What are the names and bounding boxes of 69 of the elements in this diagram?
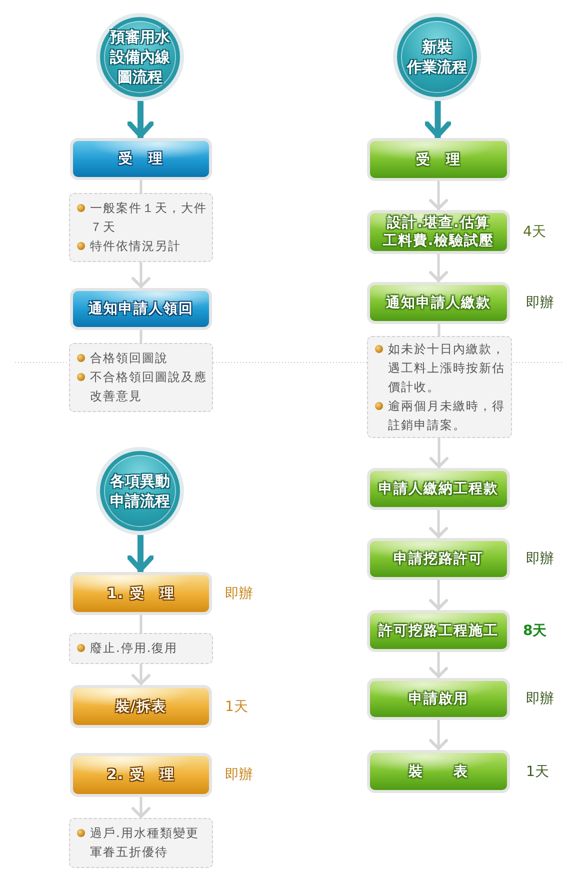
note-box bbox=[69, 343, 213, 412]
process-box bbox=[367, 138, 510, 181]
process-box bbox=[367, 210, 510, 254]
note-box bbox=[69, 193, 213, 262]
arrow bbox=[429, 254, 448, 282]
arrow bbox=[429, 181, 448, 210]
duration-label: 1天 bbox=[225, 698, 248, 716]
duration-label: 即辦 bbox=[225, 766, 253, 784]
note-text: 不合格領回圖說及應改善意見 bbox=[90, 369, 208, 405]
step-label: 裝/拆表 bbox=[115, 698, 167, 716]
step-label: 申請人繳納工程款 bbox=[378, 480, 498, 498]
step-label: 受 理 bbox=[118, 150, 164, 168]
step-label: 許可挖路工程施工 bbox=[378, 622, 498, 640]
duration-label: 即辦 bbox=[225, 584, 253, 602]
connector-line bbox=[140, 615, 142, 633]
note-box bbox=[69, 818, 213, 868]
process-box bbox=[367, 282, 510, 324]
circle-title: 各項異動申請流程 bbox=[109, 471, 171, 511]
step-label: 1. 受 理 bbox=[107, 584, 175, 602]
connector-line bbox=[140, 180, 142, 193]
step-label: 裝 表 bbox=[408, 762, 468, 780]
step-label: 申請啟用 bbox=[408, 690, 468, 708]
connector-line bbox=[140, 330, 142, 343]
process-box bbox=[367, 610, 510, 652]
note-text: 過戶.用水種類變更軍眷五折優待 bbox=[90, 825, 200, 861]
step-label: 通知申請人領回 bbox=[88, 300, 194, 318]
arrow bbox=[429, 652, 448, 678]
process-box bbox=[367, 750, 510, 793]
arrow bbox=[132, 664, 150, 685]
process-box bbox=[70, 138, 212, 180]
duration-label: 即辦 bbox=[526, 294, 554, 312]
circle-title: 新裝 bbox=[420, 37, 453, 57]
circle-title: 作業流程 bbox=[406, 57, 468, 77]
duration-label: 4天 bbox=[523, 223, 546, 241]
note-text: 廢止.停用.復用 bbox=[90, 640, 179, 657]
arrow bbox=[132, 262, 150, 288]
note-text: 特件依情況另計 bbox=[90, 238, 182, 255]
duration-label: 8天 bbox=[523, 622, 547, 640]
circle-title: 預審用水設備內線圖流程 bbox=[109, 27, 171, 87]
note-text: 一般案件１天，大件７天 bbox=[90, 200, 208, 236]
note-text: 合格領回圖說 bbox=[90, 350, 169, 367]
duration-label: 即辦 bbox=[526, 690, 554, 708]
note-text: 逾兩個月未繳時，得註銷申請案。 bbox=[388, 398, 506, 434]
process-box bbox=[70, 753, 212, 797]
process-box bbox=[70, 572, 212, 615]
step-label: 2. 受 理 bbox=[107, 766, 175, 784]
duration-label: 1天 bbox=[526, 762, 549, 780]
step-label: 通知申請人繳款 bbox=[386, 294, 491, 312]
arrow bbox=[127, 535, 154, 572]
note-box bbox=[367, 336, 512, 438]
process-box bbox=[367, 678, 510, 720]
arrow bbox=[132, 797, 150, 818]
process-box bbox=[367, 468, 510, 510]
step-label: 設計.堪查.估算工料費.檢驗試壓 bbox=[382, 214, 495, 250]
arrow bbox=[429, 580, 448, 610]
process-box bbox=[70, 685, 212, 728]
step-label: 申請挖路許可 bbox=[394, 550, 484, 568]
process-box bbox=[70, 288, 212, 330]
arrow bbox=[429, 720, 448, 750]
arrow bbox=[127, 101, 154, 138]
step-label: 受 理 bbox=[416, 150, 461, 168]
note-box bbox=[69, 633, 213, 664]
note-text: 如未於十日內繳款，遇工料上漲時按新估價計收。 bbox=[388, 340, 506, 396]
arrow bbox=[429, 510, 448, 538]
arrow bbox=[424, 101, 452, 138]
duration-label: 即辦 bbox=[526, 550, 554, 568]
arrow bbox=[430, 438, 448, 468]
connector-line bbox=[438, 324, 440, 336]
process-box bbox=[367, 538, 510, 580]
